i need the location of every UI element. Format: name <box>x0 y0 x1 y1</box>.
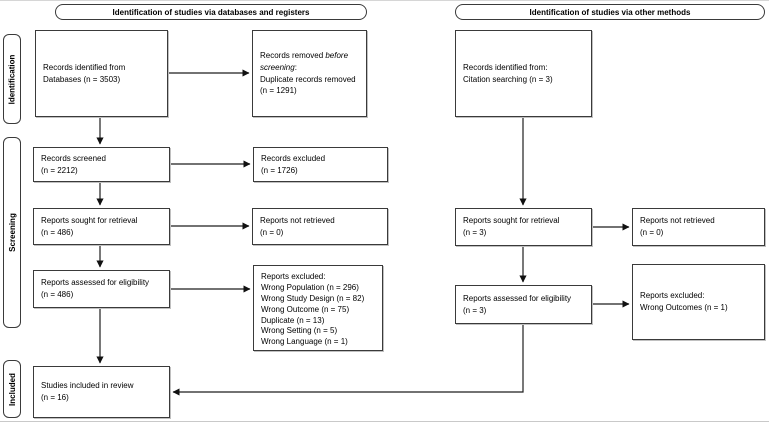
box-reports-not-retrieved-other: Reports not retrieved (n = 0) <box>632 208 765 246</box>
stage-screening: Screening <box>3 137 21 328</box>
box-reports-assessed-eligibility-db: Reports assessed for eligibility (n = 48… <box>33 270 170 308</box>
reports-excluded-item: Wrong Population (n = 296) <box>261 282 359 292</box>
box-records-identified-databases: Records identified from Databases (n = 3… <box>35 30 168 117</box>
box-reports-sought-retrieval-db: Reports sought for retrieval (n = 486) <box>33 208 170 245</box>
box-studies-included: Studies included in review (n = 16) <box>33 366 170 418</box>
reports-excluded-item: Wrong Study Design (n = 82) <box>261 293 365 303</box>
records-removed-prefix: Records removed <box>260 51 326 61</box>
reports-excluded-item: Wrong Setting (n = 5) <box>261 326 338 336</box>
stage-screening-label: Screening <box>7 213 17 252</box>
box-reports-sought-retrieval-other: Reports sought for retrieval (n = 3) <box>455 208 592 246</box>
records-removed-italic: before screening <box>260 51 349 72</box>
box-records-screened: Records screened (n = 2212) <box>33 147 170 182</box>
stage-included-label: Included <box>7 372 17 406</box>
records-removed-colon: : <box>294 62 297 72</box>
records-removed-line2: Duplicate records removed (n = 1291) <box>260 74 356 96</box>
stage-included: Included <box>3 360 21 418</box>
stage-identification: Identification <box>3 34 21 124</box>
box-records-excluded: Records excluded (n = 1726) <box>253 147 388 182</box>
box-reports-not-retrieved-db: Reports not retrieved (n = 0) <box>252 208 388 245</box>
stage-identification-label: Identification <box>7 54 17 104</box>
box-reports-excluded-other: Reports excluded: Wrong Outcomes (n = 1) <box>632 264 765 340</box>
header-databases-registers: Identification of studies via databases … <box>55 4 367 20</box>
header-other-methods: Identification of studies via other meth… <box>455 4 765 20</box>
box-reports-assessed-eligibility-other: Reports assessed for eligibility (n = 3) <box>455 285 592 324</box>
records-removed-text: Records removed before screening: Duplic… <box>260 50 361 96</box>
reports-excluded-item: Wrong Outcome (n = 75) <box>261 304 350 314</box>
box-records-removed-before-screening: Records removed before screening: Duplic… <box>252 30 367 117</box>
reports-excluded-title: Reports excluded: <box>261 272 326 281</box>
box-records-identified-citation: Records identified from: Citation search… <box>455 30 592 117</box>
reports-excluded-list: Reports excluded: Wrong Population (n = … <box>261 272 364 348</box>
reports-excluded-item: Duplicate (n = 13) <box>261 315 325 325</box>
box-reports-excluded-db: Reports excluded: Wrong Population (n = … <box>253 265 383 351</box>
reports-excluded-item: Wrong Language (n = 1) <box>261 337 348 347</box>
